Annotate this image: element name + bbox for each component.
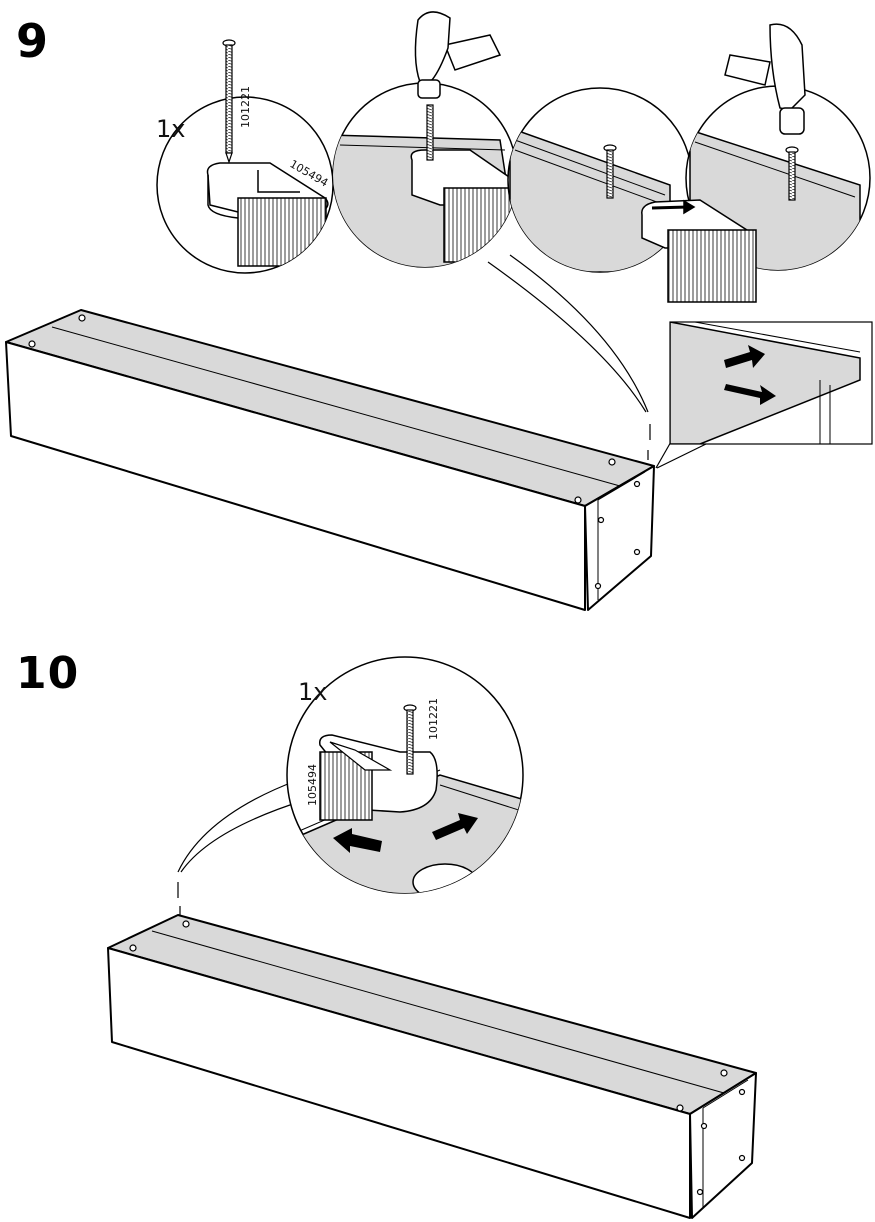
detail-circle-hammer-2 xyxy=(641,23,871,303)
quantity-label-10: 1x xyxy=(298,678,327,706)
nail-code-9: 101221 xyxy=(239,86,252,128)
detail-inset xyxy=(669,321,873,445)
nail-code-10: 101221 xyxy=(427,698,440,740)
beam-10 xyxy=(107,914,757,1219)
hammer-icon xyxy=(414,11,502,99)
detail-circle-step-10: 1x 101221 105494 xyxy=(286,656,524,894)
leader-lines-10 xyxy=(177,779,306,916)
part-code-10: 105494 xyxy=(306,764,319,806)
detail-circle-part: 1x 101221 105494 xyxy=(156,39,334,274)
step-9-group: 1x 101221 105494 xyxy=(5,11,873,611)
arrow-icon xyxy=(724,345,776,405)
step-9-number: 9 xyxy=(16,14,49,68)
step-10-number: 10 xyxy=(16,648,80,699)
arrow-icon xyxy=(333,813,478,853)
nail-icon xyxy=(222,39,236,164)
beam-9 xyxy=(5,309,655,611)
detail-circle-hammer-1 xyxy=(332,11,518,268)
hammer-icon xyxy=(724,23,806,135)
leader-lines-9 xyxy=(487,254,707,469)
step-10-group: 1x 101221 105494 xyxy=(107,656,757,1219)
quantity-label-9: 1x xyxy=(156,115,185,143)
